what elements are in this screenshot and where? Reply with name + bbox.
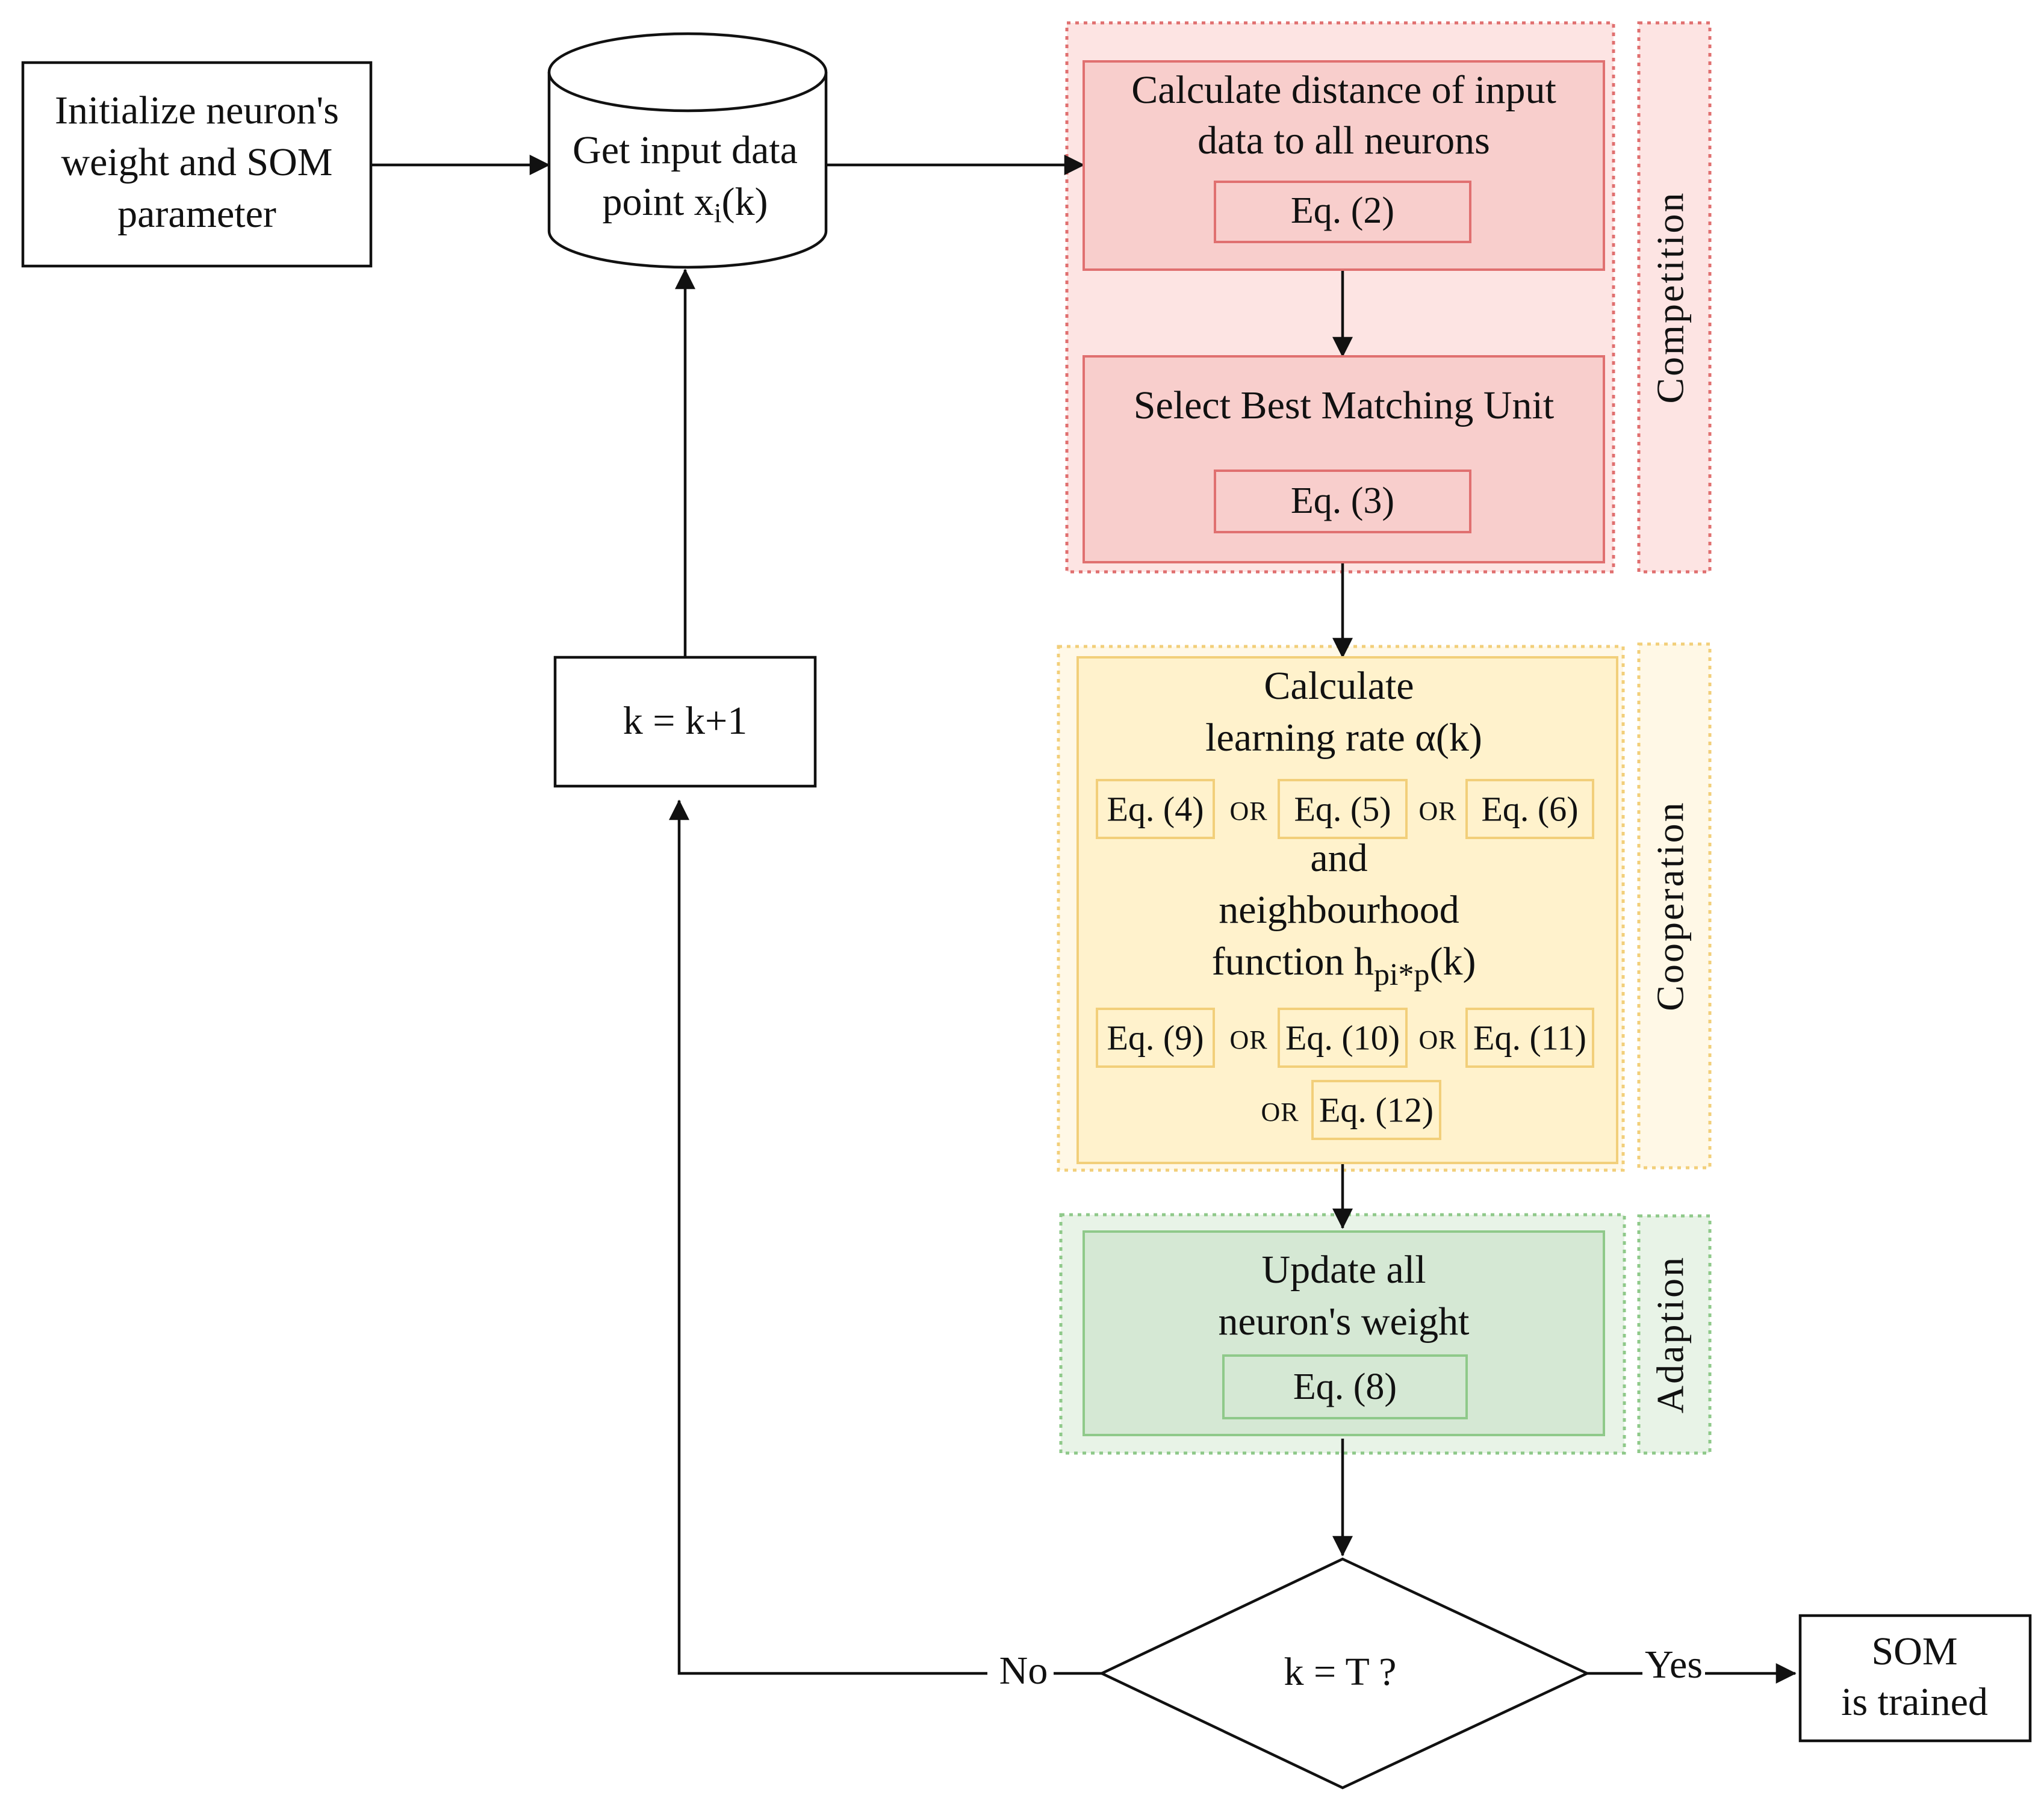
edge-decision-no-to-increment: [669, 799, 1102, 1675]
input-text-prefix: point x: [603, 180, 714, 224]
nh-eq-box-9: [1096, 1008, 1215, 1068]
lr-eq-box-6: [1465, 779, 1594, 839]
update-eq: Eq. (8): [1293, 1366, 1397, 1407]
distance-text-line1: Calculate distance of input: [1131, 68, 1556, 112]
decision-label: k = T ?: [1284, 1650, 1397, 1694]
or-separator: OR: [1229, 1025, 1267, 1055]
lr-eq-6: Eq. (6): [1481, 789, 1578, 828]
nh-eq-12: Eq. (12): [1319, 1090, 1434, 1129]
nh-eq-9: Eq. (9): [1107, 1018, 1204, 1057]
increment-node: [553, 656, 817, 788]
init-node: [21, 61, 373, 268]
bmu-title: Select Best Matching Unit: [1134, 383, 1554, 427]
cooperation-label: Cooperation: [1649, 801, 1692, 1011]
input-node: [547, 32, 828, 269]
edge-label-yes-bg: [1642, 1648, 1705, 1691]
nh-eq-box-11: [1465, 1008, 1594, 1068]
edge-label-no-bg: [987, 1652, 1054, 1695]
init-text-line1: Initialize neuron's: [55, 88, 339, 132]
input-text-line2: point xi(k): [603, 180, 768, 228]
or-separator: OR: [1261, 1097, 1299, 1127]
increment-label: k = k+1: [623, 699, 747, 743]
cooperation-label-box: [1637, 642, 1712, 1170]
input-text-line1: Get input data: [573, 128, 798, 172]
coop-func-prefix: function h: [1212, 940, 1374, 984]
done-node: [1798, 1614, 2032, 1743]
or-separator: OR: [1418, 796, 1456, 826]
distance-eq: Eq. (2): [1291, 190, 1394, 231]
nh-eq-10: Eq. (10): [1285, 1018, 1400, 1057]
nh-eq-box-10: [1278, 1008, 1408, 1068]
cooperation-node: [1076, 656, 1618, 1164]
lr-eq-4: Eq. (4): [1107, 789, 1204, 828]
distance-text-line2: data to all neurons: [1198, 119, 1490, 163]
coop-and: and: [1310, 836, 1367, 880]
update-text-line1: Update all: [1261, 1248, 1426, 1292]
init-text-line2: weight and SOM: [61, 140, 333, 184]
edge-label-yes: Yes: [1645, 1643, 1703, 1687]
coop-func-suffix: (k): [1429, 940, 1476, 984]
distance-node: [1083, 60, 1605, 271]
bmu-eq: Eq. (3): [1291, 480, 1394, 521]
lr-eq-box-5: [1278, 779, 1408, 839]
init-text-line3: parameter: [117, 192, 276, 236]
input-text-suffix: (k): [722, 180, 768, 224]
coop-func-subscript: pi*p: [1374, 958, 1429, 992]
distance-eq-box: [1214, 181, 1471, 243]
lr-eq-5: Eq. (5): [1294, 789, 1391, 828]
input-text-subscript: i: [714, 197, 722, 228]
update-text-line2: neuron's weight: [1219, 1300, 1470, 1344]
decision-node: [1098, 1557, 1591, 1790]
competition-label-box: [1637, 21, 1712, 574]
nh-eq-11: Eq. (11): [1473, 1018, 1586, 1057]
or-separator: OR: [1418, 1025, 1456, 1055]
coop-text-line3: neighbourhood: [1219, 888, 1459, 932]
edge-label-no: No: [999, 1649, 1048, 1693]
done-text-line1: SOM: [1871, 1629, 1957, 1673]
or-separator: OR: [1229, 796, 1267, 826]
competition-label: Competition: [1649, 191, 1692, 404]
adaption-label: Adaption: [1649, 1256, 1692, 1413]
done-text-line2: is trained: [1841, 1680, 1988, 1724]
coop-text-line2: learning rate α(k): [1205, 716, 1482, 760]
update-eq-box: [1222, 1354, 1468, 1419]
bmu-eq-box: [1214, 470, 1471, 533]
nh-eq-box-12: [1311, 1080, 1441, 1140]
coop-text-line4: function hpi*p(k): [1212, 940, 1476, 992]
adaption-label-box: [1637, 1214, 1712, 1455]
lr-eq-box-4: [1096, 779, 1215, 839]
coop-text-line1: Calculate: [1264, 664, 1414, 708]
